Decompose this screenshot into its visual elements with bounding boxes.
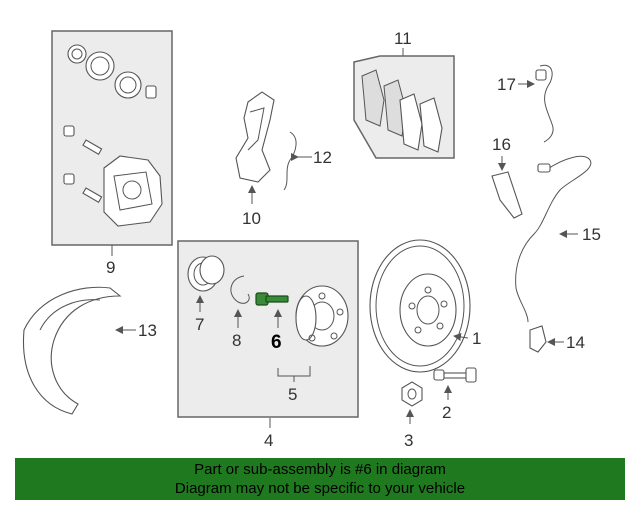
wheel-speed-sensor-14-icon — [529, 325, 547, 353]
caliper-bracket-icon — [235, 91, 275, 183]
sensor-harness-17-icon — [539, 64, 554, 143]
callout-9: 9 — [106, 258, 115, 277]
caliper-bracket-group: 12 10 — [235, 91, 332, 228]
callout-11: 11 — [394, 29, 412, 48]
callout-8: 8 — [232, 331, 241, 350]
hub-bolt-icon — [255, 292, 289, 306]
callout-3: 3 — [404, 431, 413, 450]
wheel-speed-sensor-group: 17 16 15 14 — [491, 64, 601, 353]
hub-assembly-group: 7 8 6 5 4 — [177, 240, 359, 450]
callout-13: 13 — [138, 321, 157, 340]
hub-nut-icon — [401, 381, 423, 407]
caliper-assembly-group: 9 — [51, 30, 173, 277]
banner-line-2: Diagram may not be specific to your vehi… — [174, 480, 466, 497]
callout-14: 14 — [566, 333, 585, 352]
guide-pin-bolts-icon — [63, 125, 103, 203]
info-banner: Part or sub-assembly is #6 in diagram Di… — [15, 458, 625, 500]
rotor-bolt-icon — [433, 367, 477, 383]
wheel-bearing-icon — [187, 255, 225, 292]
callout-1: 1 — [472, 329, 481, 348]
caliper-housing-icon — [103, 155, 163, 227]
brake-rotor-group: 1 2 3 — [369, 239, 481, 450]
splash-shield-group: 13 — [22, 286, 157, 415]
callout-15: 15 — [582, 225, 601, 244]
wheel-hub-icon — [295, 285, 349, 347]
brake-pads-group: 11 — [353, 29, 455, 159]
callout-17: 17 — [497, 75, 516, 94]
sensor-cable-15-icon — [515, 155, 592, 323]
snap-ring-icon — [230, 275, 250, 304]
anti-rattle-clip-icon — [283, 131, 297, 191]
callout-6: 6 — [271, 332, 282, 353]
banner-line-1: Part or sub-assembly is #6 in diagram — [194, 461, 446, 478]
caliper-piston-seals-icon — [67, 44, 157, 99]
sensor-bracket-icon — [491, 171, 523, 219]
callout-4: 4 — [264, 431, 273, 450]
callout-12: 12 — [313, 148, 332, 167]
callout-16: 16 — [492, 135, 511, 154]
splash-shield-icon — [22, 286, 122, 415]
callout-2: 2 — [442, 403, 451, 422]
callout-10: 10 — [242, 209, 261, 228]
callout-5: 5 — [288, 385, 297, 404]
callout-7: 7 — [195, 315, 204, 334]
